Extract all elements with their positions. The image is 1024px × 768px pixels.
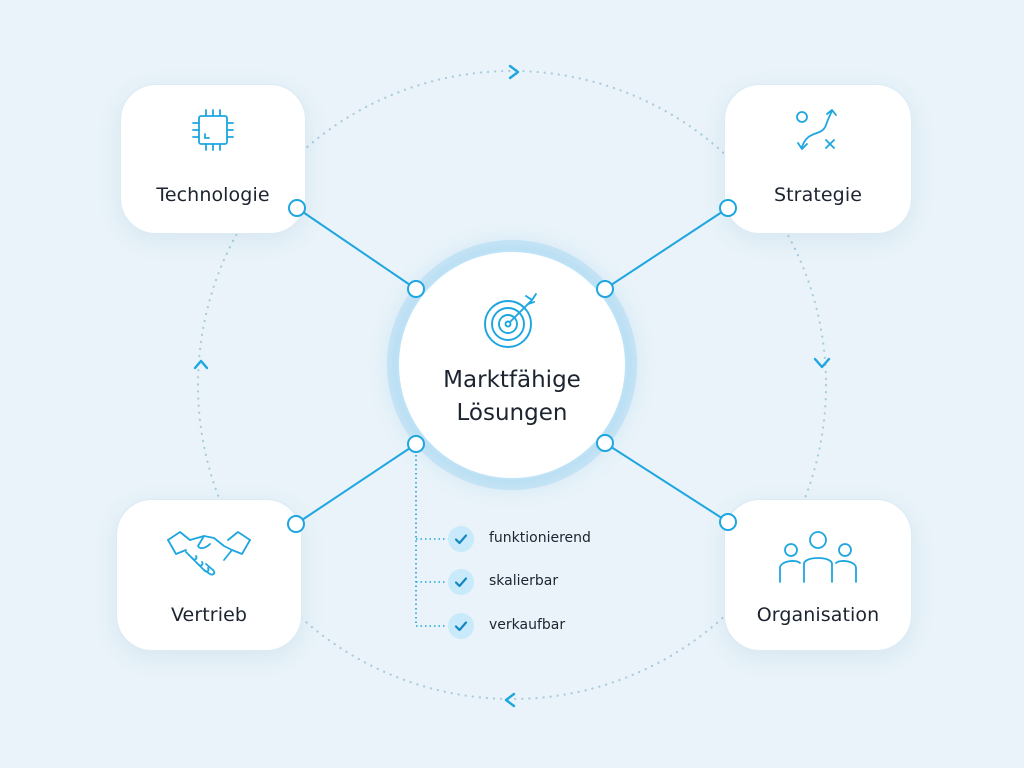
connector-technologie (296, 207, 417, 290)
check-icon (448, 569, 474, 595)
orbit-arrow-top (508, 64, 520, 80)
node-technologie-inner (407, 280, 425, 298)
checklist-label: skalierbar (489, 573, 559, 589)
orbit-arrow-left (193, 359, 209, 370)
center-title: Marktfähige Lösungen (399, 364, 625, 430)
card-label: Strategie (773, 184, 863, 206)
check-icon (448, 526, 474, 552)
target-icon (482, 290, 542, 354)
node-organisation-inner (596, 434, 614, 452)
node-strategie-outer (719, 199, 737, 217)
card-strategie: Strategie (724, 84, 912, 234)
node-strategie-inner (596, 280, 614, 298)
check-icon (448, 613, 474, 639)
center-title-line1: Marktfähige (443, 367, 581, 393)
node-technologie-outer (288, 199, 306, 217)
node-vertrieb-outer (287, 515, 305, 533)
strategy-icon (792, 107, 844, 161)
checklist-label: funktionierend (489, 530, 591, 546)
center-title-line2: Lösungen (456, 400, 568, 426)
chip-icon (190, 107, 236, 157)
team-icon (778, 528, 858, 588)
card-label: Vertrieb (170, 604, 248, 626)
orbit-ring (196, 69, 828, 701)
card-technologie: Technologie (120, 84, 306, 234)
handshake-icon (166, 528, 252, 584)
orbit-arrow-right (813, 357, 831, 369)
connector-vertrieb (295, 443, 417, 525)
node-organisation-outer (719, 513, 737, 531)
card-vertrieb: Vertrieb (116, 499, 302, 651)
card-organisation: Organisation (724, 499, 912, 651)
connector-strategie (604, 207, 729, 290)
connector-organisation (604, 442, 729, 523)
center-circle: Marktfähige Lösungen (397, 250, 627, 480)
card-label: Organisation (756, 604, 880, 626)
orbit-arrow-bottom (504, 692, 516, 708)
card-label: Technologie (156, 184, 270, 206)
checklist-label: verkaufbar (489, 617, 566, 633)
node-vertrieb-inner (407, 435, 425, 453)
